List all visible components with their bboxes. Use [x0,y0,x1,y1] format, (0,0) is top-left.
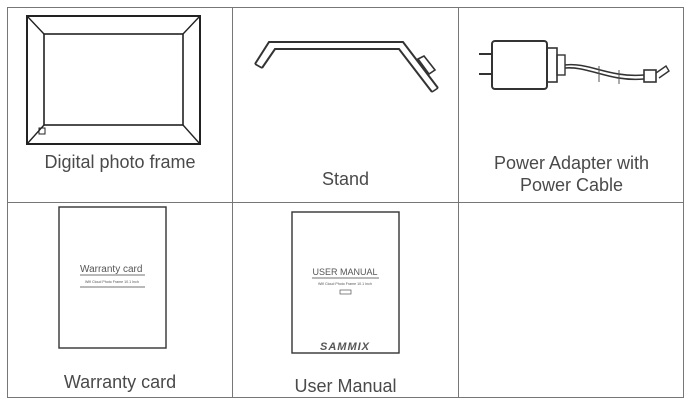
stand-illustration [254,41,439,93]
warranty-card-subtitle: Wifi Cloud Photo Frame 10.1 Inch [85,280,139,284]
user-manual-illustration: USER MANUAL Wifi Cloud Photo Frame 10.1 … [291,211,400,354]
cell-empty [459,203,684,398]
row-divider [8,202,683,203]
manual-subtitle: Wifi Cloud Photo Frame 10.1 Inch [318,282,372,286]
cell-warranty-card: Warranty card Wifi Cloud Photo Frame 10.… [8,203,232,398]
manual-brand-logo: SAMMIX [320,341,370,353]
manual-title: USER MANUAL [312,267,377,277]
cell-power-adapter: Power Adapter with Power Cable [459,8,684,202]
cell-stand: Stand [233,8,458,202]
cell-photo-frame: Digital photo frame [8,8,232,202]
warranty-card-title: Warranty card [80,264,142,275]
cell-user-manual: USER MANUAL Wifi Cloud Photo Frame 10.1 … [233,203,458,398]
package-contents-table: Digital photo frame Stand Power Adapter [7,7,684,398]
caption-stand: Stand [321,169,370,189]
caption-power-adapter-line2: Power Cable [519,175,624,195]
photo-frame-illustration [26,15,201,145]
caption-photo-frame: Digital photo frame [44,152,196,172]
caption-user-manual: User Manual [294,376,397,396]
caption-power-adapter-line1: Power Adapter with [493,153,650,173]
power-adapter-illustration [479,40,670,90]
caption-warranty-card: Warranty card [63,372,177,392]
warranty-card-illustration: Warranty card Wifi Cloud Photo Frame 10.… [58,206,167,349]
